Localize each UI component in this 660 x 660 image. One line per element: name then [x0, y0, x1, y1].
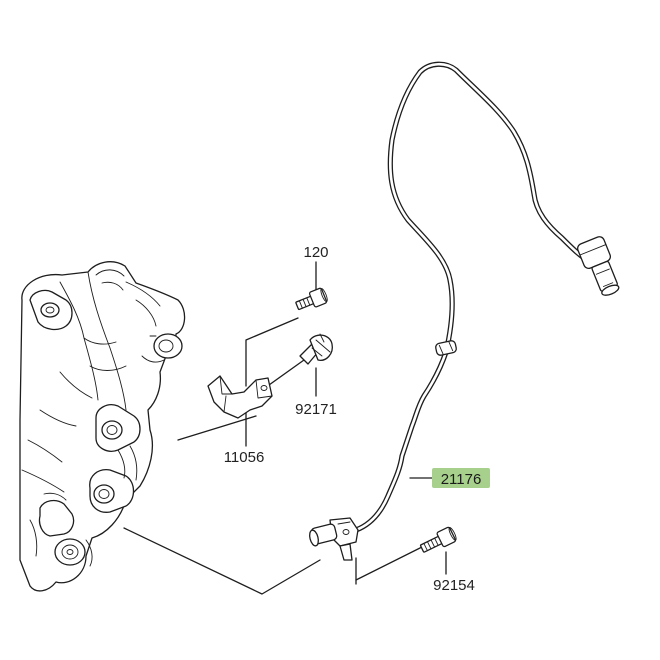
bolt-92154-part[interactable] [419, 526, 458, 556]
bracket-11056-part[interactable] [207, 375, 273, 419]
highlight-box-21176 [432, 468, 490, 488]
part-number-labels: 120 92171 11056 21176 92154 [224, 244, 490, 594]
part-number-21176[interactable]: 21176 [441, 471, 482, 488]
part-number-11056[interactable]: 11056 [224, 449, 265, 466]
part-number-120[interactable]: 120 [303, 244, 328, 261]
fork-caliper-assembly [19, 261, 186, 592]
part-number-92171[interactable]: 92171 [295, 401, 337, 418]
clip-92171-part[interactable] [299, 333, 333, 365]
part-number-92154[interactable]: 92154 [433, 577, 475, 594]
bolt-120-part[interactable] [294, 287, 329, 313]
abs-sensor-cable-21176-part[interactable] [308, 61, 624, 561]
leader-lines [123, 261, 447, 595]
